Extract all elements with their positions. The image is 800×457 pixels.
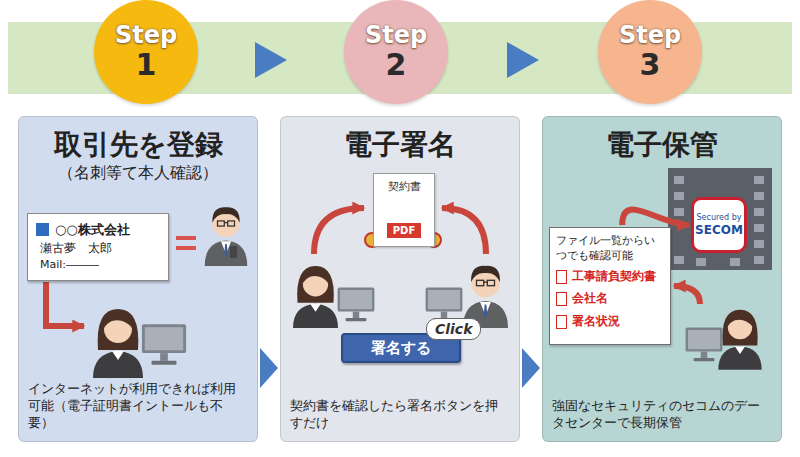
register-illustration [176,246,196,250]
datacenter-building [754,240,764,248]
step-arrow [255,42,287,78]
register-illustration [205,207,248,266]
list-item: 会社名 [556,291,664,307]
datacenter-building [668,168,772,270]
secom-badge: Secured bySECOM [691,197,747,253]
list-item: 署名状況 [556,314,664,330]
datacenter-building [674,192,684,200]
panel-ground [18,116,782,442]
badge-logo: SECOM [695,223,743,237]
datacenter-building [674,256,684,264]
sign-illustration [314,208,364,254]
datacenter-building [754,192,764,200]
storage-illustration [686,328,723,362]
step-arrow [507,42,539,78]
step-word: Step [365,23,427,48]
datacenter-building [754,176,764,184]
sign-illustration [338,288,375,322]
register-illustration [176,236,196,240]
business-card: ○○株式会社瀬古夢 太郎Mail:――― [27,213,169,281]
panel-ground [18,116,258,442]
list-heading: ファイル一覧からいつでも確認可能 [556,234,664,264]
panel-title: 電子保管 [552,127,772,163]
panel-title: 電子署名 [290,127,510,163]
step-number: 3 [640,48,661,81]
step-arrow [260,348,278,388]
step-circle: Step3 [598,0,702,104]
storage-illustration [718,310,761,370]
panel-note: インターネットが利用できれば利用可能（電子証明書イントールも不要） [28,381,248,432]
step-number: 1 [136,48,157,81]
datacenter-building [674,208,684,216]
company-name: ○○株式会社 [36,221,160,239]
panel-note: 強固なセキュリティのセコムのデータセンターで長期保管 [552,398,772,432]
button-text: 署名する [371,339,431,357]
list-item: 工事請負契約書 [556,269,664,285]
pdf-tag: PDF [387,223,421,238]
mail-address: Mail:――― [40,257,160,274]
register-illustration [230,246,237,258]
step-circle: Step1 [94,0,198,104]
panel-ground [280,116,520,442]
storage-illustration [674,286,700,304]
storage-illustration [674,286,762,370]
step-arrow [522,348,540,388]
step-panel: 取引先を登録（名刺等て本人確認） インターネットが利用できれば利用可能（電子証明書… [18,116,258,442]
step-word: Step [619,23,681,48]
storage-arrow [622,209,689,225]
sign-illustration [442,208,486,254]
badge-caption: Secured by [697,213,742,223]
panel-ground [542,116,782,442]
panel-title: 取引先を登録 [28,127,248,163]
file-list-box: ファイル一覧からいつでも確認可能工事請負契約書会社名署名状況 [549,227,671,345]
datacenter-building [668,168,772,270]
step-number: 2 [386,48,407,81]
register-illustration [142,324,186,364]
datacenter-building [696,258,706,266]
sign-illustration [293,208,508,328]
sign-illustration [426,288,463,322]
sign-illustration [293,266,338,328]
step-panel: 電子保管強固なセキュリティのセコムのデータセンターで長期保管 ファイル一覧からいつ… [542,116,782,442]
register-illustration [93,309,143,378]
register-illustration [46,282,84,326]
step-word: Step [115,23,177,48]
datacenter-building [754,208,764,216]
datacenter-building [730,258,740,266]
click-callout: Click [426,318,481,340]
step-panel: 電子署名契約書を確認したら署名ボタンを押すだけ 契約書 PDF 署名する [280,116,520,442]
panel-note: 契約書を確認したら署名ボタンを押すだけ [290,398,510,432]
panel-subtitle: （名刺等て本人確認） [28,163,248,184]
step-circle: Step2 [344,0,448,104]
contract-document: 契約書 PDF [373,173,435,247]
datacenter-building [754,256,764,264]
document-title: 契約書 [388,180,421,194]
datacenter-building [674,176,684,184]
person-name: 瀬古夢 太郎 [40,239,160,257]
datacenter-building [754,224,764,232]
